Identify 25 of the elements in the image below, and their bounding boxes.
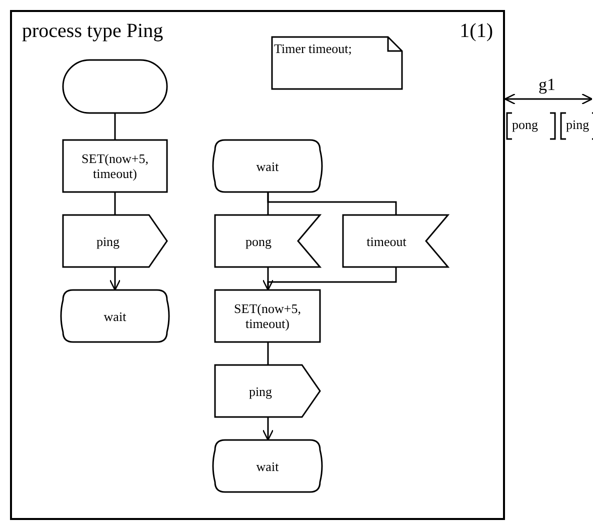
output-signal-symbol: ping xyxy=(215,365,320,417)
flow-line xyxy=(267,342,269,365)
start-symbol xyxy=(63,60,167,113)
process-frame xyxy=(10,10,505,520)
comment-note: Timer timeout; xyxy=(272,37,402,89)
state-symbol: wait xyxy=(215,140,320,192)
state-symbol: wait xyxy=(63,290,167,342)
flow-arrow xyxy=(109,267,121,291)
input-signal-symbol: pong xyxy=(215,215,320,267)
signal-name: pong xyxy=(512,117,538,132)
gate-arrow xyxy=(504,93,593,105)
flow-line xyxy=(267,192,397,215)
task-box: SET(now+5, timeout) xyxy=(215,290,320,342)
flow-arrow xyxy=(262,417,274,441)
state-symbol: wait xyxy=(215,440,320,492)
task-box: SET(now+5, timeout) xyxy=(63,140,167,192)
output-signal-symbol: ping xyxy=(63,215,167,267)
flow-line xyxy=(114,113,116,140)
input-signal-symbol: timeout xyxy=(343,215,448,267)
edge-label: g1 xyxy=(538,75,556,95)
process-title: process type Ping xyxy=(22,20,164,42)
flow-arrow xyxy=(262,267,397,291)
page-number: 1(1) xyxy=(460,20,493,42)
signal-name: ping xyxy=(566,117,590,132)
flow-line xyxy=(114,192,116,215)
